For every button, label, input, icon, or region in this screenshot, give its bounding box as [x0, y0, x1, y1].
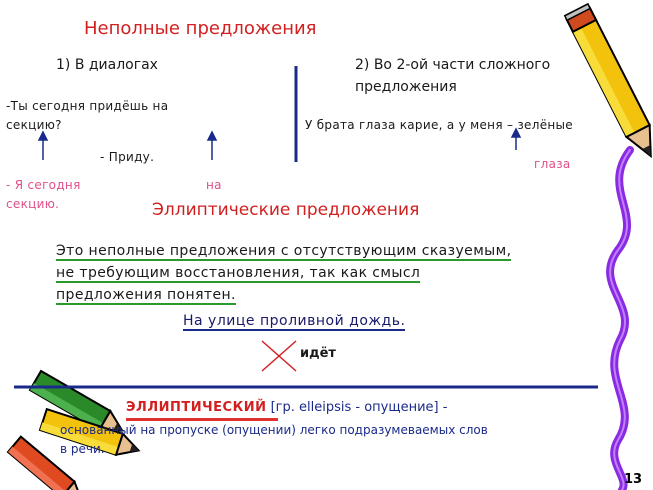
col1-full-line1-a: - Я сегодня: [6, 178, 81, 192]
dictionary-term: ЭЛЛИПТИЧЕСКИЙ: [126, 400, 267, 415]
def-line1-text: Это неполные предложения с отсутствующим…: [56, 243, 512, 261]
col1-heading: 1) В диалогах: [56, 57, 158, 73]
def-line2-text: не требующим восстановления, так как смы…: [56, 265, 421, 283]
slide-title: Неполные предложения: [84, 18, 317, 39]
col1-question-line1: -Ты сегодня придёшь на: [6, 99, 169, 113]
col2-heading-line1: 2) Во 2-ой части сложного: [355, 57, 551, 73]
elliptic-def-line1: Это неполные предложения с отсутствующим…: [56, 240, 512, 262]
col1-full-line2: секцию.: [6, 197, 60, 211]
elliptic-def-line2: не требующим восстановления, так как смы…: [56, 262, 421, 284]
dictionary-line1: ЭЛЛИПТИЧЕСКИЙ [гр. elleipsis - опущение]…: [126, 400, 447, 415]
page-number: 13: [624, 472, 643, 487]
elliptic-example: На улице проливной дождь.: [183, 313, 406, 331]
def-line3-text: предложения понятен.: [56, 287, 236, 305]
term-underline: [126, 418, 278, 421]
col1-question-line2: секцию?: [6, 118, 62, 132]
col2-restored-word: глаза: [534, 157, 571, 171]
col2-heading-line2: предложения: [355, 79, 457, 95]
dictionary-line3: в речи.: [60, 442, 105, 456]
elliptic-title: Эллиптические предложения: [152, 200, 420, 220]
elliptic-example-text: На улице проливной дождь.: [183, 313, 406, 331]
missing-word: идёт: [300, 346, 336, 361]
elliptic-def-line3: предложения понятен.: [56, 284, 236, 306]
col1-answer: - Приду.: [100, 150, 155, 164]
dictionary-etymology: [гр. elleipsis - опущение] -: [270, 400, 448, 415]
col2-example: У брата глаза карие, а у меня – зелёные: [305, 118, 573, 132]
dictionary-line2: основанный на пропуске (опущении) легко …: [60, 423, 488, 437]
col1-full-line1-b: на: [206, 178, 222, 192]
